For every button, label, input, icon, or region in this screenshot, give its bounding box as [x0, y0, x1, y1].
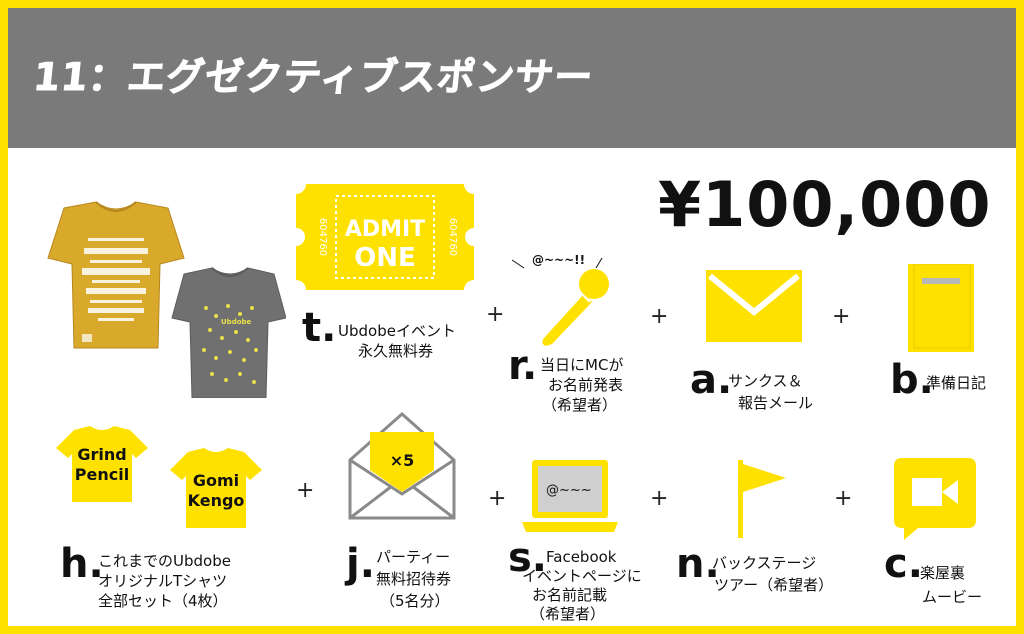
page-title: 11：エグゼクティブスポンサー — [31, 55, 596, 100]
item-c-letter: c. — [884, 541, 923, 587]
laptop-screen-text: @~~~ — [546, 483, 592, 498]
invitation-envelope-icon: ×5 — [348, 411, 456, 520]
item-t-line2: 永久無料券 — [358, 342, 434, 360]
item-r-line3: （希望者） — [542, 396, 618, 414]
item-t-line1: Ubdobeイベント — [338, 322, 456, 340]
gray-tshirt-photo: Ubdobe — [171, 267, 286, 398]
plus-sign-3: + — [832, 304, 851, 329]
price-label: ¥100,000 — [658, 168, 992, 241]
plus-sign-6: + — [650, 486, 669, 511]
shirt-icon-grind-pencil: Grind Pencil — [56, 426, 148, 502]
mail-icon — [706, 270, 802, 342]
shirt-brand-text: Ubdobe — [221, 318, 252, 326]
item-j-line2: 無料招待券 — [376, 570, 452, 588]
item-b-line1: 準備日記 — [926, 374, 987, 392]
item-s-line3: お名前記載 — [532, 586, 608, 604]
item-c-line1: 楽屋裏 — [920, 564, 966, 582]
mustard-tshirt-photo — [47, 201, 185, 349]
item-b-letter: b. — [890, 357, 934, 403]
laptop-icon: @~~~ — [522, 460, 618, 532]
video-camera-icon — [894, 458, 976, 540]
ticket-icon: ADMIT ONE 604760 604760 — [296, 184, 474, 290]
item-a-letter: a. — [690, 357, 733, 403]
item-s-line2: イベントページに — [522, 567, 642, 585]
microphone-icon: @~~~!! — [511, 253, 609, 346]
item-r-line1: 当日にMCが — [540, 356, 624, 374]
header-bar: 11：エグゼクティブスポンサー — [8, 8, 1016, 148]
plus-sign-2: + — [650, 304, 669, 329]
ticket-serial-right: 604760 — [447, 218, 458, 256]
item-c-line2: ムービー — [922, 588, 983, 606]
item-r-line2: お名前発表 — [548, 376, 624, 394]
item-h-letter: h. — [60, 541, 104, 587]
item-a-line1: サンクス＆ — [728, 372, 803, 390]
item-n-letter: n. — [676, 541, 720, 587]
notebook-icon — [908, 264, 974, 352]
item-n-line2: ツアー（希望者） — [714, 576, 834, 594]
shirt-label-2a: Gomi — [193, 471, 239, 490]
item-s-line4: （希望者） — [530, 605, 606, 623]
shirt-icon-gomi-kengo: Gomi Kengo — [170, 448, 262, 528]
item-s-line1: Facebook — [546, 548, 617, 566]
item-h-line3: 全部セット（4枚） — [98, 592, 228, 610]
envelope-badge: ×5 — [390, 451, 415, 470]
tshirt-photos: Ubdobe — [47, 201, 286, 398]
mic-caption: @~~~!! — [532, 253, 585, 267]
shirt-label-2b: Kengo — [188, 491, 245, 510]
flag-icon — [738, 460, 786, 538]
shirt-label-1a: Grind — [77, 445, 126, 464]
item-r-letter: r. — [508, 343, 538, 389]
plus-sign-4: + — [296, 478, 315, 503]
item-h-line1: これまでのUbdobe — [98, 552, 231, 570]
item-a-line2: 報告メール — [738, 394, 814, 412]
ticket-serial-left: 604760 — [317, 218, 328, 256]
item-j-line3: （5名分） — [380, 592, 450, 610]
item-h-line2: オリジナルTシャツ — [98, 572, 228, 590]
plus-sign-5: + — [488, 486, 507, 511]
item-s-letter: s. — [508, 535, 548, 581]
ticket-line2: ONE — [354, 243, 416, 273]
plus-sign-7: + — [834, 486, 853, 511]
item-n-line1: バックステージ — [712, 554, 817, 572]
shirt-label-1b: Pencil — [75, 465, 129, 484]
plus-sign-1: + — [486, 302, 505, 327]
item-j-letter: j. — [346, 541, 375, 587]
ticket-line1: ADMIT — [345, 217, 425, 242]
item-j-line1: パーティー — [376, 548, 451, 566]
item-t-letter: t. — [302, 305, 337, 351]
